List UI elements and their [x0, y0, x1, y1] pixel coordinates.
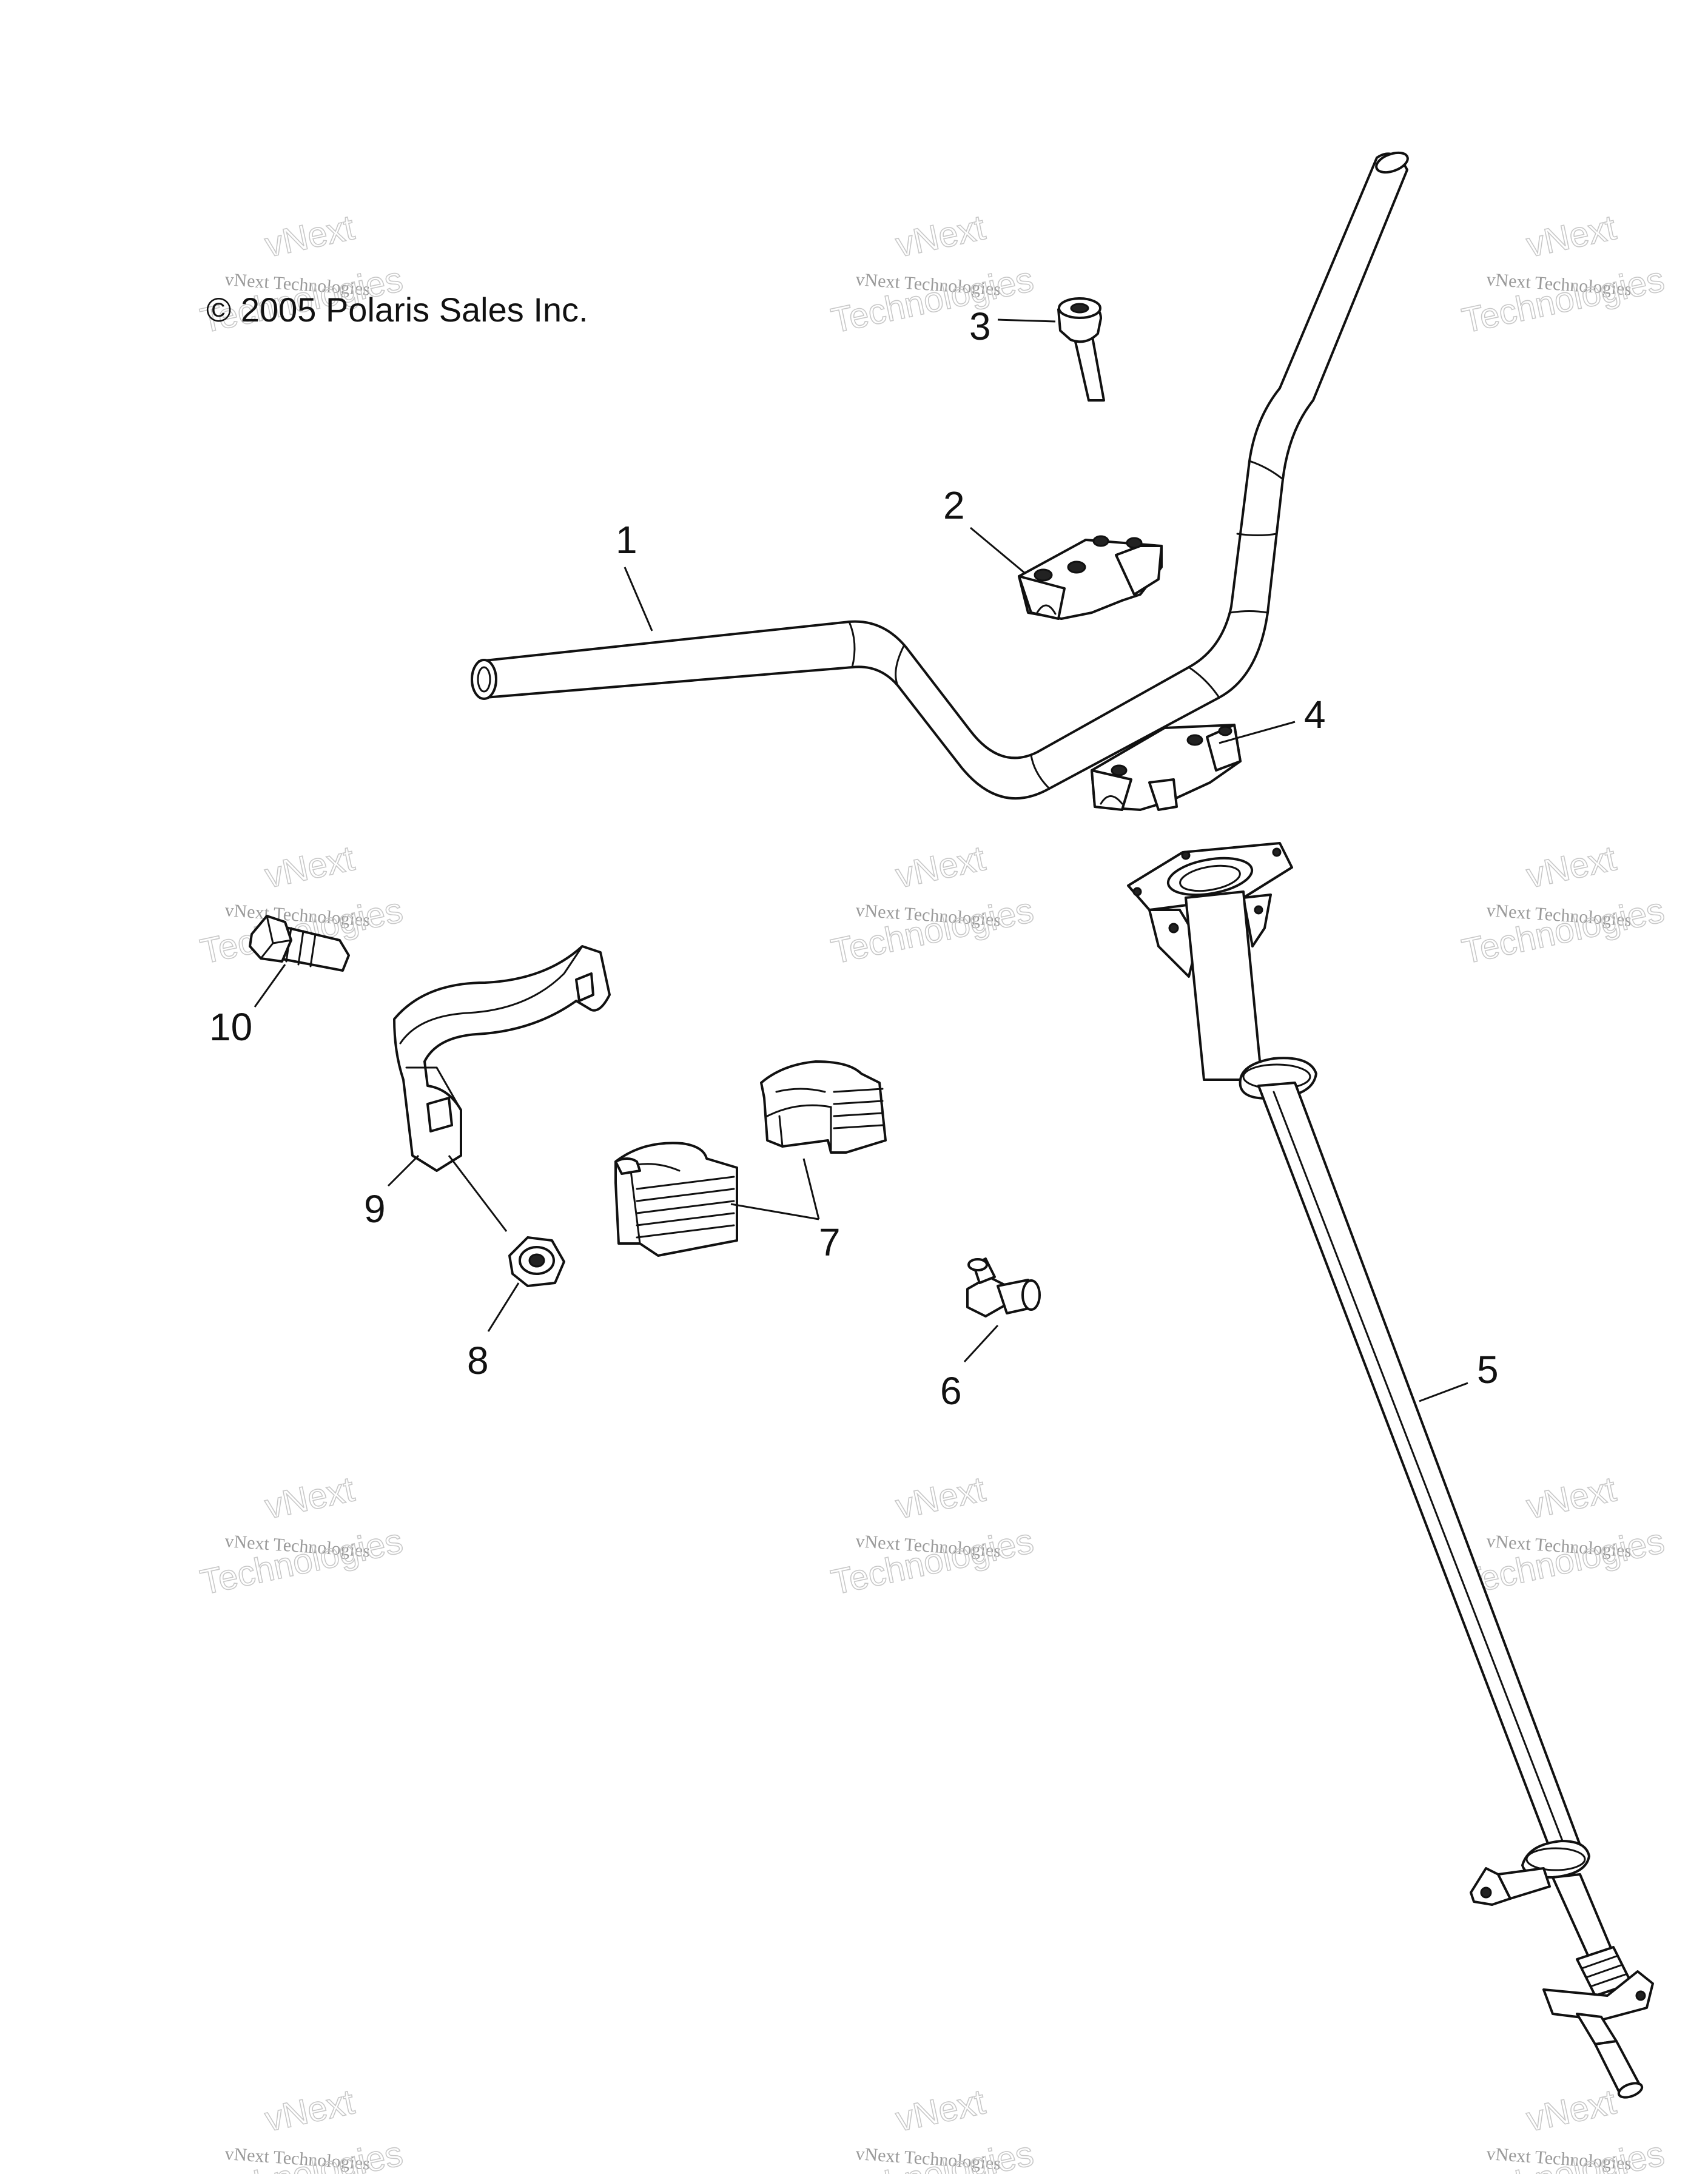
watermark: vNext vNext Technologies Technologies: [197, 1469, 406, 1603]
leader-line-8: [487, 1282, 520, 1332]
leader-line-9-to-nut: [448, 1155, 508, 1232]
bearing-halves: 7: [614, 1060, 887, 1264]
callout-3: 3: [969, 305, 991, 348]
callout-4: 4: [1304, 693, 1326, 736]
leader-line-5: [1419, 1382, 1468, 1402]
leader-line-6: [963, 1324, 999, 1363]
watermark: vNext vNext Technologies Technologies: [1458, 1469, 1668, 1603]
callout-2: 2: [943, 483, 965, 527]
clamp-bolt: 3: [969, 297, 1105, 402]
callout-7: 7: [819, 1220, 841, 1264]
handlebar: 1: [471, 151, 1409, 800]
grease-fitting: 6: [940, 1257, 1041, 1413]
bracket-bolt: 10: [209, 915, 350, 1049]
callout-5: 5: [1477, 1348, 1499, 1392]
watermark-vnext: vNext: [892, 838, 989, 895]
callout-1: 1: [616, 518, 637, 562]
copyright-notice: © 2005 Polaris Sales Inc.: [206, 291, 588, 329]
handlebar-clamp-lower: 4: [1091, 693, 1326, 811]
watermark-vnext: vNext: [892, 2082, 989, 2139]
callout-6: 6: [940, 1369, 962, 1413]
watermark: vNext vNext Technologies Technologies: [1458, 207, 1668, 342]
callout-8: 8: [467, 1339, 489, 1382]
mounting-bracket: 9: [364, 945, 611, 1232]
watermark-vnext: vNext: [1523, 2082, 1619, 2139]
watermark: vNext vNext Technologies Technologies: [1458, 838, 1668, 972]
handlebar-clamp-upper: 2: [943, 483, 1163, 620]
leader-line-2: [970, 527, 1026, 574]
watermark: vNext vNext Technologies Technologies: [827, 2082, 1037, 2174]
watermark-vnext: vNext: [261, 838, 358, 895]
leader-line-4: [1219, 721, 1296, 744]
flange-nut: 8: [467, 1236, 565, 1382]
watermark-vnext: vNext: [261, 2082, 358, 2139]
callout-9: 9: [364, 1187, 386, 1231]
watermark: vNext vNext Technologies Technologies: [827, 838, 1037, 972]
watermark-layer: vNext vNext Technologies Technologies vN…: [197, 207, 1668, 2174]
watermark-vnext: vNext: [261, 1469, 358, 1526]
leader-line-9: [387, 1154, 420, 1187]
watermark-vnext: vNext: [1523, 207, 1619, 264]
watermark-vnext: vNext: [261, 207, 358, 264]
watermark: vNext vNext Technologies Technologies: [827, 1469, 1037, 1603]
leader-line-7b: [802, 1158, 820, 1220]
handlebar-end: [471, 659, 497, 700]
callout-10: 10: [209, 1005, 252, 1049]
watermark: vNext vNext Technologies Technologies: [1458, 2082, 1668, 2174]
watermark-vnext: vNext: [1523, 1469, 1619, 1526]
leader-line-7a: [730, 1203, 819, 1220]
watermark-vnext: vNext: [1523, 838, 1619, 895]
watermark-vnext: vNext: [892, 207, 989, 264]
watermark: vNext vNext Technologies Technologies: [197, 2082, 406, 2174]
leader-line-1: [624, 567, 653, 631]
leader-line-3: [997, 318, 1056, 323]
leader-line-10: [254, 964, 286, 1008]
watermark-vnext: vNext: [892, 1469, 989, 1526]
steering-post: 5: [1127, 842, 1654, 2099]
